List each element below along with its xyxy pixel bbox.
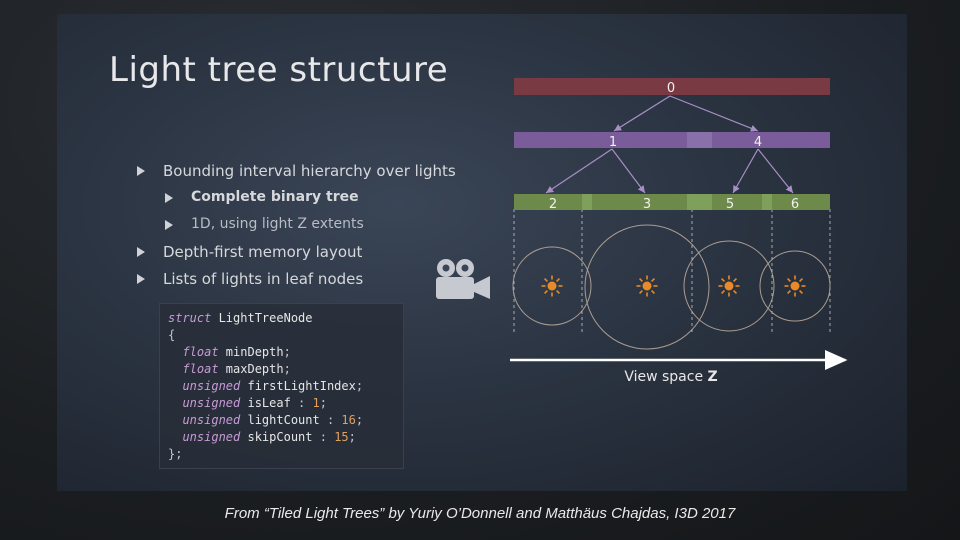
code-token: };	[168, 447, 183, 461]
node-label: 1	[609, 135, 617, 150]
bullet-text: Lists of lights in leaf nodes	[163, 270, 364, 288]
node-label: 4	[754, 135, 762, 150]
extent-guides	[513, 209, 831, 334]
light-source-icon	[541, 275, 563, 297]
code-token: :	[312, 430, 335, 444]
bullet-text: Complete binary tree	[191, 189, 359, 205]
code-token: minDepth	[218, 345, 284, 359]
tree-edges	[545, 95, 794, 194]
code-token: ;	[355, 379, 364, 393]
code-token: ;	[348, 430, 356, 444]
code-token: ;	[355, 413, 364, 427]
code-line: unsigned firstLightIndex;	[168, 378, 395, 395]
bullet-arrow-icon	[137, 274, 145, 284]
code-token: :	[319, 413, 342, 427]
slide-caption: From “Tiled Light Trees” by Yuriy O’Donn…	[224, 505, 736, 522]
lights	[541, 275, 806, 297]
code-block: struct LightTreeNode{ float minDepth; fl…	[159, 303, 404, 469]
bullet-text: Depth-first memory layout	[163, 243, 363, 261]
bullet-arrow-icon	[165, 193, 173, 203]
code-line: float maxDepth;	[168, 361, 395, 378]
light-source-icon	[636, 275, 658, 297]
node-label: 0	[667, 81, 675, 96]
axis-label: View space Z	[624, 369, 717, 385]
code-line: unsigned isLeaf : 1;	[168, 395, 395, 412]
code-token: unsigned	[168, 430, 241, 444]
node-label: 6	[791, 197, 799, 212]
code-line: unsigned lightCount : 16;	[168, 412, 395, 429]
bullet-text: 1D, using light Z extents	[191, 216, 364, 232]
light-source-icon	[718, 275, 740, 297]
code-token: maxDepth	[218, 362, 284, 376]
tree-level2-bar	[514, 194, 830, 210]
code-token: 1	[312, 396, 320, 410]
code-token: unsigned	[168, 413, 241, 427]
code-token: :	[290, 396, 313, 410]
tree-level2-bar-segment	[582, 194, 592, 210]
bullet-arrow-icon	[137, 166, 145, 176]
code-token: skipCount	[240, 430, 313, 444]
bullet-text: Bounding interval hierarchy over lights	[163, 162, 456, 180]
bullet-arrow-icon	[165, 220, 173, 230]
code-line: struct LightTreeNode	[168, 310, 395, 327]
node-label: 5	[726, 197, 734, 212]
code-line: float minDepth;	[168, 344, 395, 361]
tree-level1-bar-highlight	[687, 132, 712, 148]
code-token: lightCount	[240, 413, 320, 427]
code-token: 16	[341, 413, 356, 427]
bullet-arrow-icon	[137, 247, 145, 257]
code-line: {	[168, 327, 395, 344]
tree-level1-bar	[514, 132, 830, 148]
code-token: LightTreeNode	[211, 311, 313, 325]
code-token: struct	[168, 311, 212, 325]
code-token: isLeaf	[240, 396, 291, 410]
code-token: unsigned	[168, 396, 241, 410]
video-camera-icon[interactable]	[434, 257, 492, 305]
code-token: ;	[283, 362, 291, 376]
code-token: ;	[319, 396, 327, 410]
code-line: unsigned skipCount : 15;	[168, 429, 395, 446]
light-tree-diagram: 0 1 4 2 3 5 6 View space Z	[510, 78, 848, 385]
node-label: 3	[643, 197, 651, 212]
code-token: {	[168, 328, 176, 342]
code-token: float	[168, 345, 219, 359]
slide-title: Light tree structure	[109, 50, 449, 90]
light-source-icon	[784, 275, 806, 297]
code-line: };	[168, 446, 395, 463]
tree-level2-bar-segment	[687, 194, 712, 210]
tree-level2-bar-segment	[762, 194, 772, 210]
code-token: unsigned	[168, 379, 241, 393]
code-token: 15	[334, 430, 349, 444]
slide: Light tree structure Bounding interval h…	[57, 14, 907, 491]
code-token: ;	[283, 345, 291, 359]
node-label: 2	[549, 197, 557, 212]
code-token: firstLightIndex	[240, 379, 356, 393]
light-extents	[512, 224, 831, 350]
tree-root-bar	[514, 78, 830, 95]
code-token: float	[168, 362, 219, 376]
